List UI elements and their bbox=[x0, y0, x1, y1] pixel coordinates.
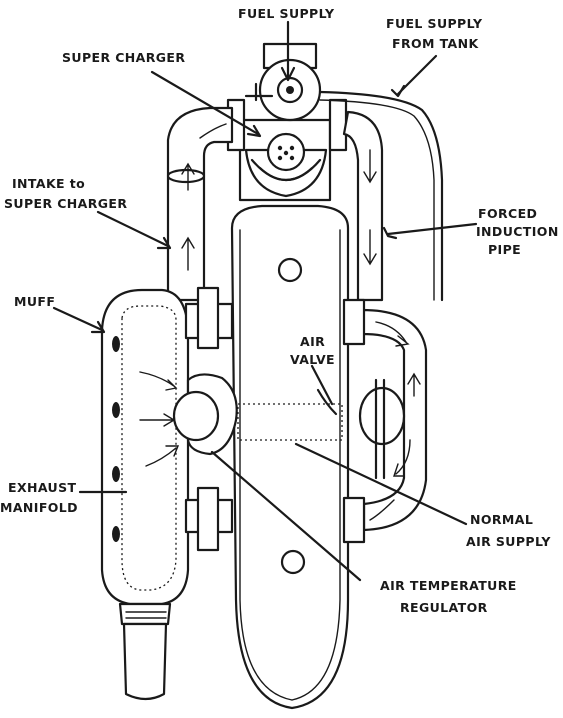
forced-induction-pipe bbox=[342, 110, 384, 302]
label-normal-1: NORMAL bbox=[470, 512, 533, 527]
engine-bolt-top bbox=[277, 257, 303, 283]
label-fuel-supply-tank-2: FROM TANK bbox=[392, 36, 479, 51]
label-forced-2: INDUCTION bbox=[476, 224, 559, 239]
intake-pipe bbox=[166, 106, 234, 302]
labels: FUEL SUPPLY FUEL SUPPLY FROM TANK SUPER … bbox=[0, 6, 559, 615]
label-intake-2: SUPER CHARGER bbox=[4, 196, 127, 211]
muff-port-3 bbox=[112, 466, 120, 482]
leader-intake bbox=[96, 210, 170, 248]
label-regulator-1: AIR TEMPERATURE bbox=[380, 578, 517, 593]
label-super-charger: SUPER CHARGER bbox=[62, 50, 185, 65]
air-valve-box bbox=[237, 403, 343, 441]
leader-fuel-tank bbox=[396, 54, 438, 96]
label-regulator-2: REGULATOR bbox=[400, 600, 488, 615]
normal-air-loop bbox=[342, 298, 428, 544]
leader-lines bbox=[52, 20, 478, 582]
muff-port-4 bbox=[112, 526, 120, 542]
leader-air-valve bbox=[310, 364, 334, 406]
label-air-valve-1: AIR bbox=[300, 334, 325, 349]
engine-block bbox=[230, 204, 350, 710]
exhaust-manifold-muff bbox=[100, 286, 238, 701]
label-exhaust-1: EXHAUST bbox=[8, 480, 76, 495]
label-fuel-supply: FUEL SUPPLY bbox=[238, 6, 335, 21]
leader-normal bbox=[294, 442, 468, 526]
muff-port-1 bbox=[112, 336, 120, 352]
label-forced-1: FORCED bbox=[478, 206, 537, 221]
supercharger bbox=[226, 42, 348, 202]
label-air-valve-2: VALVE bbox=[290, 352, 335, 367]
label-muff: MUFF bbox=[14, 294, 55, 309]
muff-port-2 bbox=[112, 402, 120, 418]
engine-bolt-bottom bbox=[280, 549, 306, 575]
leader-forced bbox=[386, 222, 478, 236]
leader-muff bbox=[52, 306, 104, 332]
label-forced-3: PIPE bbox=[488, 242, 521, 257]
label-normal-2: AIR SUPPLY bbox=[466, 534, 551, 549]
leader-regulator bbox=[210, 450, 362, 582]
label-fuel-supply-tank-1: FUEL SUPPLY bbox=[386, 16, 483, 31]
label-intake-1: INTAKE to bbox=[12, 176, 85, 191]
label-exhaust-2: MANIFOLD bbox=[0, 500, 78, 515]
fuel-pipe-from-tank bbox=[318, 90, 444, 302]
leader-super-charger bbox=[150, 70, 260, 136]
